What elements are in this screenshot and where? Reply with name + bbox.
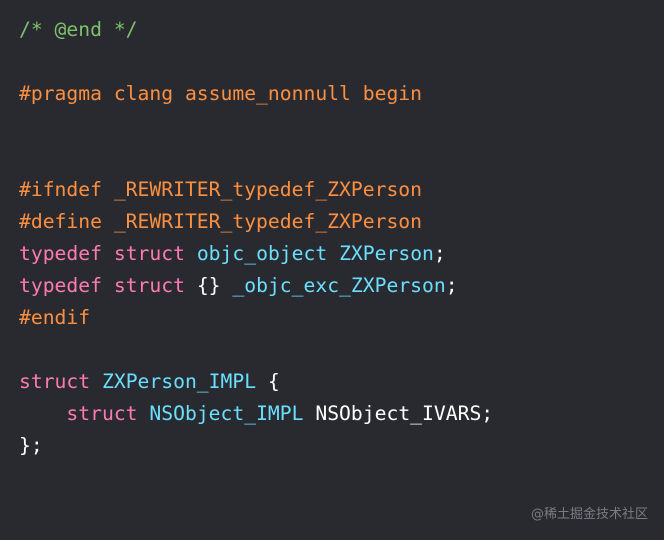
code-token-plain: }; [19, 434, 43, 457]
code-token-plain [102, 274, 114, 297]
code-token-plain: ; [445, 274, 458, 297]
code-token-plain [19, 402, 66, 425]
code-line [19, 334, 493, 366]
code-line: #define _REWRITER_typedef_ZXPerson [19, 206, 493, 238]
code-token-plain [138, 402, 150, 425]
code-token-plain: { [256, 370, 280, 393]
code-token-type: objc_object [196, 242, 328, 265]
code-token-plain: ; [433, 242, 446, 265]
code-line: struct NSObject_IMPL NSObject_IVARS; [19, 398, 493, 430]
code-token-keyword: struct [113, 242, 185, 265]
code-token-plain: NSObject_IVARS; [303, 402, 494, 425]
code-token-keyword: struct [66, 402, 138, 425]
code-line: #pragma clang assume_nonnull begin [19, 78, 493, 110]
code-token-comment: /* @end */ [19, 18, 138, 41]
code-token-type: NSObject_IMPL [149, 402, 304, 425]
code-token-preproc: #ifndef _REWRITER_typedef_ZXPerson [19, 178, 422, 201]
code-token-plain [102, 242, 114, 265]
code-line: /* @end */ [19, 14, 493, 46]
code-token-type: ZXPerson [339, 242, 434, 265]
code-line [19, 142, 493, 174]
code-token-keyword: struct [19, 370, 91, 393]
code-line [19, 110, 493, 142]
code-line: typedef struct {} _objc_exc_ZXPerson; [19, 270, 493, 302]
code-token-preproc: #define _REWRITER_typedef_ZXPerson [19, 210, 422, 233]
code-token-plain: {} [184, 274, 233, 297]
code-token-keyword: typedef [19, 274, 102, 297]
code-token-preproc: #pragma clang assume_nonnull begin [19, 82, 422, 105]
watermark-text: @稀土掘金技术社区 [530, 507, 648, 522]
code-token-plain [90, 370, 102, 393]
code-line: }; [19, 430, 493, 462]
code-token-keyword: typedef [19, 242, 102, 265]
code-token-type: ZXPerson_IMPL [101, 370, 257, 393]
code-token-type: _objc_exc_ZXPerson [232, 274, 446, 297]
code-line: typedef struct objc_object ZXPerson; [19, 238, 493, 270]
code-line: struct ZXPerson_IMPL { [19, 366, 493, 398]
code-line: #ifndef _REWRITER_typedef_ZXPerson [19, 174, 493, 206]
code-token-plain [327, 242, 339, 265]
code-line [19, 46, 493, 78]
code-token-plain [185, 242, 197, 265]
code-token-keyword: struct [113, 274, 185, 297]
code-token-preproc: #endif [19, 306, 91, 329]
code-editor: /* @end */ #pragma clang assume_nonnull b… [19, 14, 493, 462]
code-line: #endif [19, 302, 493, 334]
